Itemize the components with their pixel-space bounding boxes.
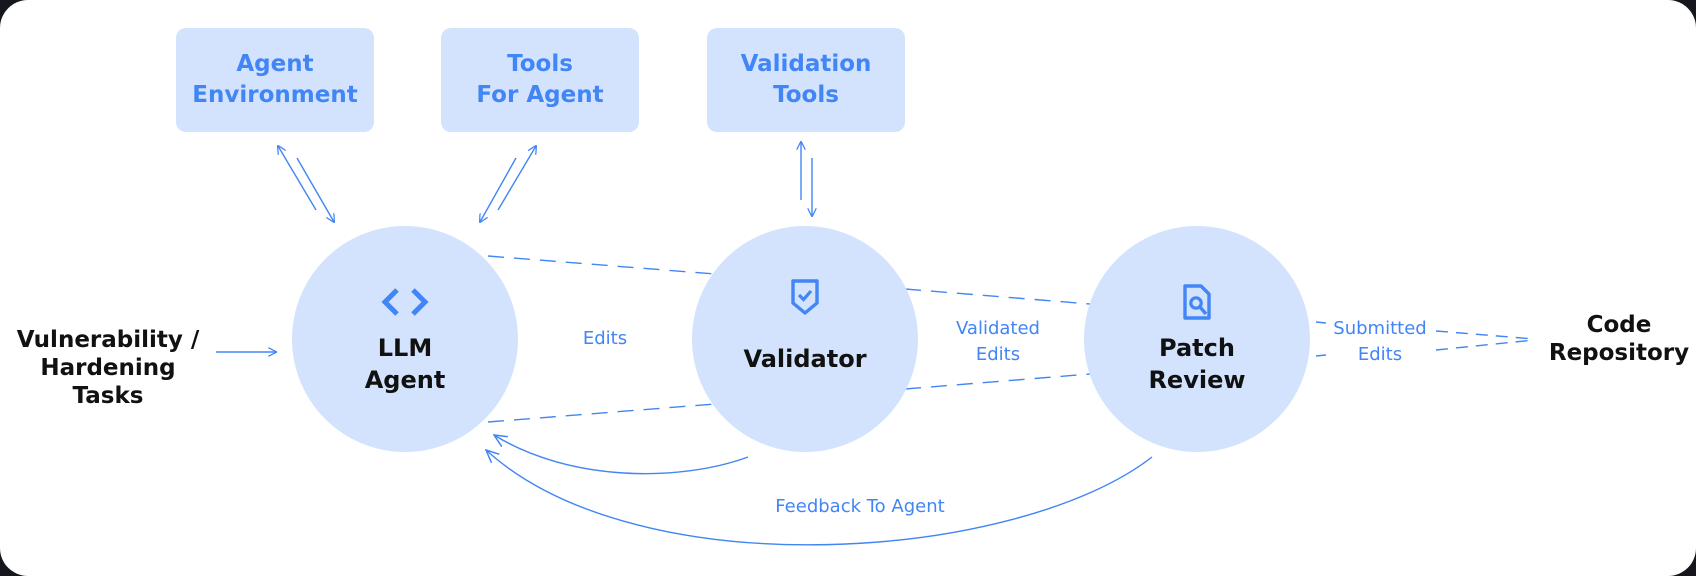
- edge-agent-to-environment: [278, 146, 317, 211]
- edge-validator-feedback-curve: [494, 435, 749, 475]
- llm-agent-node: LLM Agent: [292, 226, 518, 452]
- agent-environment-box: Agent Environment: [176, 28, 374, 132]
- agent-environment-label: Agent Environment: [192, 51, 358, 108]
- edge-submitted-bottom-a: [1315, 354, 1327, 357]
- edge-agent-to-tools: [497, 146, 536, 211]
- shield-check-icon: [789, 277, 821, 317]
- submitted-edits-label: Submitted Edits: [1333, 318, 1427, 365]
- tools-for-agent-box: Tools For Agent: [441, 28, 639, 132]
- edge-validated-top: [904, 288, 1091, 305]
- edge-submitted-bottom-b: [1435, 339, 1535, 351]
- llm-agent-label: LLM Agent: [364, 334, 446, 394]
- feedback-to-agent-label: Feedback To Agent: [775, 496, 945, 517]
- validated-edits-label: Validated Edits: [956, 318, 1040, 365]
- edge-submitted-top-b: [1435, 330, 1535, 340]
- tools-for-agent-label: Tools For Agent: [476, 51, 604, 108]
- edge-validated-bottom: [904, 373, 1091, 390]
- code-repository-label: Code Repository: [1548, 312, 1690, 366]
- document-search-icon: [1181, 282, 1213, 322]
- validation-tools-box: Validation Tools: [707, 28, 905, 132]
- edge-submitted-top-a: [1315, 321, 1327, 324]
- edge-edits-top: [487, 255, 716, 275]
- edge-environment-to-agent: [296, 157, 334, 222]
- vulnerability-tasks-label: Vulnerability / Hardening Tasks: [16, 327, 200, 409]
- code-brackets-icon: [379, 282, 431, 322]
- patch-review-label: Patch Review: [1148, 334, 1246, 394]
- edge-edits-bottom: [487, 403, 716, 423]
- validation-tools-label: Validation Tools: [740, 51, 872, 108]
- patch-review-node: Patch Review: [1084, 226, 1310, 452]
- validator-label: Validator: [743, 345, 867, 373]
- edits-label: Edits: [582, 328, 628, 349]
- edge-patch-review-feedback-curve: [486, 450, 1153, 546]
- edge-tools-to-agent: [480, 157, 517, 222]
- validator-node: Validator: [692, 226, 918, 452]
